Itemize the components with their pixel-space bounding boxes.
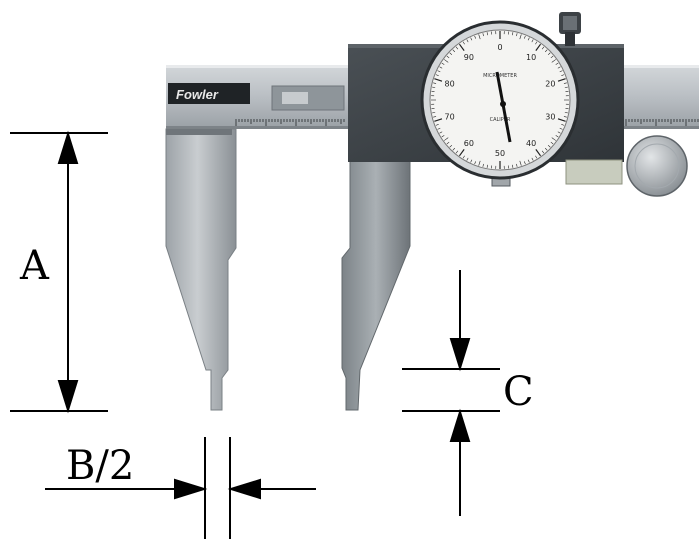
dial-number: 60 xyxy=(464,139,474,148)
dial-number: 0 xyxy=(497,43,502,52)
dial-number: 30 xyxy=(545,112,555,121)
dial-number: 10 xyxy=(526,53,536,62)
dim-c-arrow-down-icon xyxy=(451,339,469,368)
sliding-jaw xyxy=(342,129,410,410)
brand-text: Fowler xyxy=(176,87,219,102)
dim-b-arrow-right-icon xyxy=(175,480,204,498)
dial-number: 90 xyxy=(464,53,474,62)
dial-number: 50 xyxy=(495,149,505,158)
dial-number: 80 xyxy=(445,80,455,89)
dimension-label-c: C xyxy=(503,372,534,412)
dim-c-arrow-up-icon xyxy=(451,412,469,441)
lock-screw-icon xyxy=(559,12,581,46)
dimension-label-a: A xyxy=(20,246,49,286)
dial-number: 40 xyxy=(526,139,536,148)
dim-b-arrow-left-icon xyxy=(231,480,260,498)
dial-number: 70 xyxy=(445,112,455,121)
dim-a-arrow-up-icon xyxy=(59,134,77,163)
dim-a-arrow-down-icon xyxy=(59,381,77,410)
dial-text-top: MICROMETER xyxy=(483,73,517,79)
fixed-jaw xyxy=(166,129,236,410)
dimension-label-b-half: B/2 xyxy=(66,446,134,486)
dial-number: 20 xyxy=(545,80,555,89)
thumb-wheel-icon xyxy=(627,136,687,196)
